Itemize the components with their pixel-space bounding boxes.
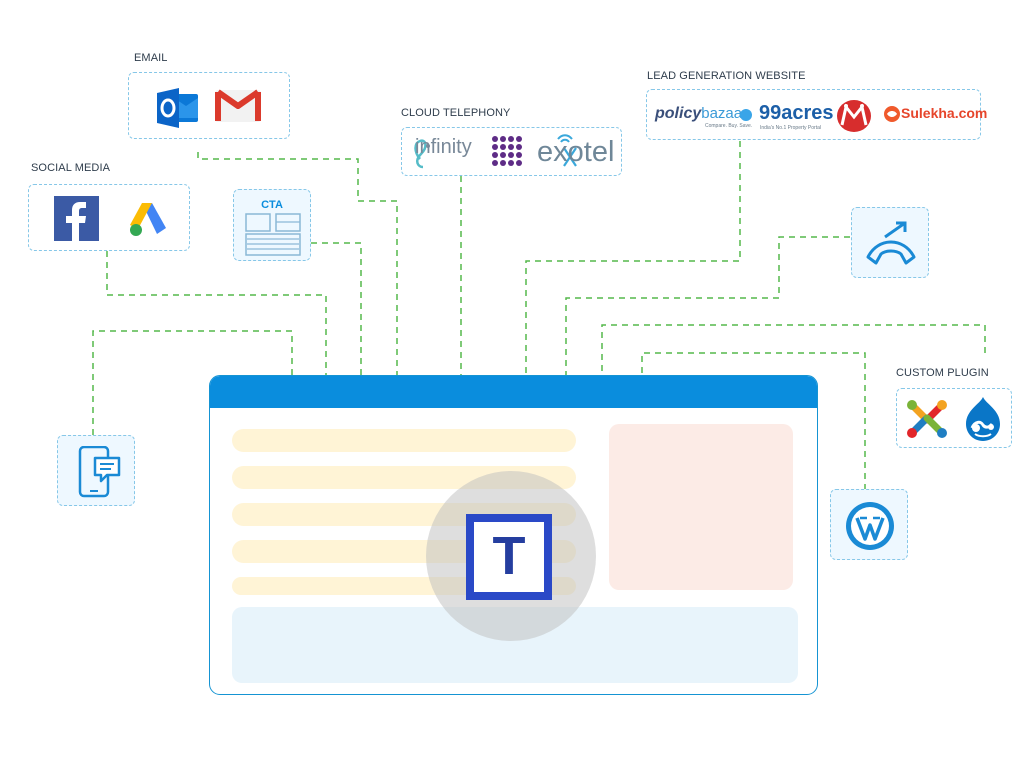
social-media-label: SOCIAL MEDIA: [31, 162, 111, 174]
lead-generation-website-label: LEAD GENERATION WEBSITE: [647, 70, 806, 82]
wordpress-card: [830, 489, 908, 560]
policybazaar-logo-icon: [740, 109, 752, 121]
email-label: EMAIL: [134, 52, 168, 64]
center-logo-icon: T: [466, 514, 552, 600]
grid-dots-icon: [492, 136, 522, 166]
custom-plugin-card: [896, 388, 1012, 448]
social-media-card: [28, 184, 190, 251]
center-logo-letter: T: [492, 526, 526, 586]
cloud-telephony-label: CLOUD TELEPHONY: [401, 107, 511, 119]
facebook-icon: [54, 196, 99, 241]
gmail-icon: [215, 89, 261, 122]
google-ads-icon: [130, 203, 166, 236]
email-card: [128, 72, 290, 139]
exotel-logo-icon: [557, 134, 577, 167]
cloud-telephony-card: infinity exotel: [401, 127, 622, 176]
wordpress-icon: [846, 502, 894, 550]
99acres-caption: India's No.1 Property Portal: [760, 125, 821, 131]
infinity-logo-icon: [414, 139, 430, 169]
browser-header: [210, 376, 817, 408]
policybazaar-caption: Compare. Buy. Save.: [705, 123, 753, 129]
sulekha-logo-icon: [884, 106, 900, 122]
chat-phone-icon: [78, 446, 121, 498]
lead-generation-card: policybazaar Compare. Buy. Save. 99acres…: [646, 89, 987, 140]
call-transfer-card: [851, 207, 929, 278]
exotel-logo-text: exotel: [537, 136, 615, 168]
side-panel: [609, 424, 793, 590]
99acres-logo-text: 99acres: [759, 102, 834, 124]
infinity-logo-text: infinity: [415, 136, 472, 158]
sulekha-logo-text: Sulekha.com: [901, 105, 988, 121]
cta-label: CTA: [261, 199, 283, 211]
chat-card: [57, 435, 135, 506]
policybazaar-logo-main: policy: [655, 105, 702, 122]
call-transfer-icon: [866, 221, 916, 265]
content-line-1: [232, 429, 576, 452]
cta-card: CTA: [233, 189, 311, 261]
indiamart-logo-icon: [837, 100, 871, 132]
policybazaar-logo-text: policybazaar: [655, 105, 747, 123]
outlook-icon: [157, 88, 198, 128]
policybazaar-logo-suffix: bazaar: [701, 105, 748, 122]
cta-icon: [245, 213, 301, 256]
joomla-icon: [907, 400, 947, 438]
custom-plugin-label: CUSTOM PLUGIN: [896, 367, 989, 379]
drupal-icon: [966, 397, 1000, 441]
